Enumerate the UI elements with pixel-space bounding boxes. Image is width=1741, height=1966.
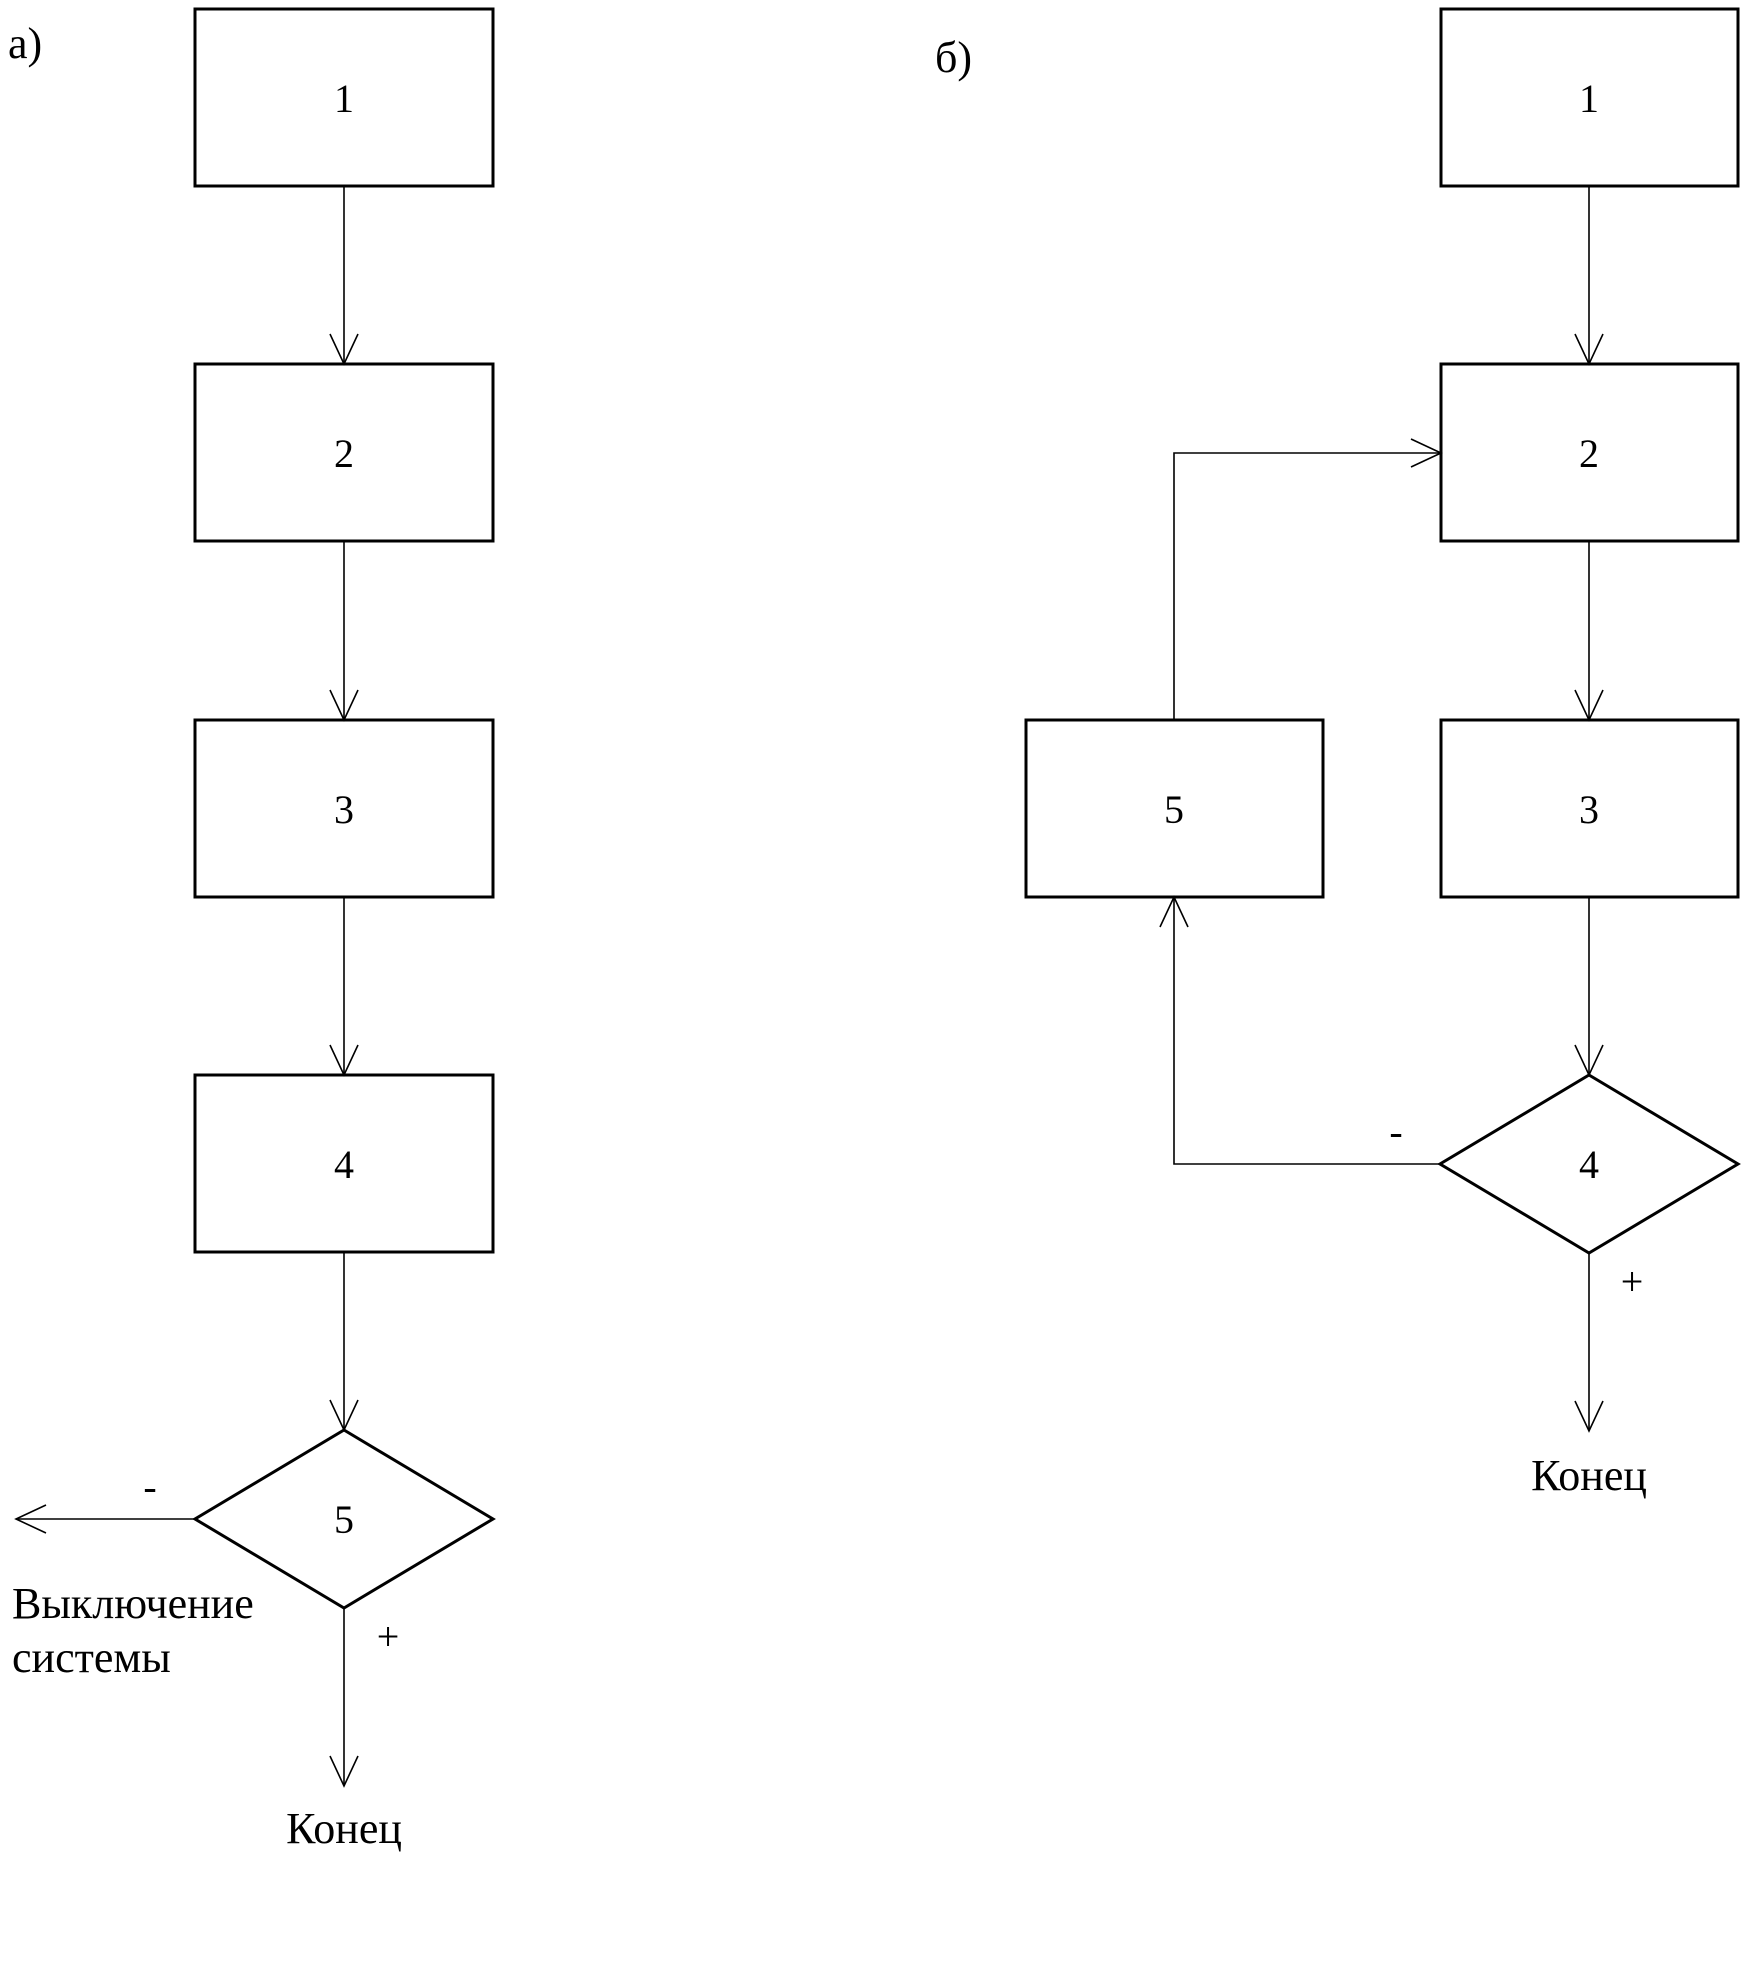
- panel-a-arrowhead-plus: [329, 1755, 359, 1788]
- panel-b-arrowhead-2: [1574, 333, 1604, 366]
- panel-b-end-label: Конец: [1531, 1451, 1647, 1500]
- panel-b-box-3-label: 3: [1579, 787, 1599, 832]
- panel-b-arrowhead-3: [1574, 689, 1604, 722]
- panel-b-arrowhead-plus: [1574, 1400, 1604, 1433]
- panel-a-box-3-label: 3: [334, 787, 354, 832]
- panel-a-box-1: 1: [193, 7, 495, 188]
- panel-b-box-1: 1: [1439, 7, 1740, 188]
- panel-b-box-2: 2: [1439, 362, 1740, 543]
- panel-a-minus-sign: -: [143, 1464, 156, 1509]
- panel-b-plus-sign: +: [1621, 1259, 1644, 1304]
- panel-b-arrowhead-minus: [1159, 895, 1189, 928]
- panel-a-box-4: 4: [193, 1073, 495, 1254]
- panel-a-arrowhead-5: [329, 1399, 359, 1432]
- panel-a-end-label: Конец: [286, 1804, 402, 1853]
- panel-a-exit-label-line-2: системы: [12, 1633, 171, 1682]
- panel-b: б) 1 2 3 5 4: [935, 7, 1741, 1500]
- panel-a-decision-label: 5: [334, 1497, 354, 1542]
- panel-b-box-3: 3: [1439, 718, 1740, 899]
- panel-a-plus-sign: +: [377, 1614, 400, 1659]
- panel-a-arrowhead-2: [329, 333, 359, 366]
- panel-b-edge-minus: [1173, 897, 1440, 1165]
- panel-a-arrowhead-4: [329, 1044, 359, 1077]
- panel-a-box-4-label: 4: [334, 1142, 354, 1187]
- panel-b-box-5-label: 5: [1164, 787, 1184, 832]
- panel-b-box-1-label: 1: [1579, 76, 1599, 121]
- panel-a-arrowhead-3: [329, 689, 359, 722]
- panel-a-box-3: 3: [193, 718, 495, 899]
- panel-a-box-1-label: 1: [334, 76, 354, 121]
- panel-a: а) 1 2 3 4 5: [8, 7, 496, 1853]
- panel-b-arrowhead-4: [1574, 1044, 1604, 1077]
- panel-a-arrowhead-minus: [14, 1504, 47, 1534]
- panel-b-arrowhead-loop: [1410, 438, 1443, 468]
- panel-b-decision-label: 4: [1579, 1142, 1599, 1187]
- panel-b-edge-5-2: [1173, 452, 1441, 720]
- panel-b-decision-4: 4: [1437, 1073, 1741, 1255]
- panel-b-minus-sign: -: [1389, 1109, 1402, 1154]
- panel-b-box-5: 5: [1024, 718, 1325, 899]
- panel-b-box-2-label: 2: [1579, 431, 1599, 476]
- panel-a-box-2-label: 2: [334, 431, 354, 476]
- panel-a-box-2: 2: [193, 362, 495, 543]
- panel-a-exit-label-line-1: Выключение: [12, 1579, 254, 1628]
- panel-a-label: а): [8, 19, 42, 68]
- panel-b-label: б): [935, 33, 972, 82]
